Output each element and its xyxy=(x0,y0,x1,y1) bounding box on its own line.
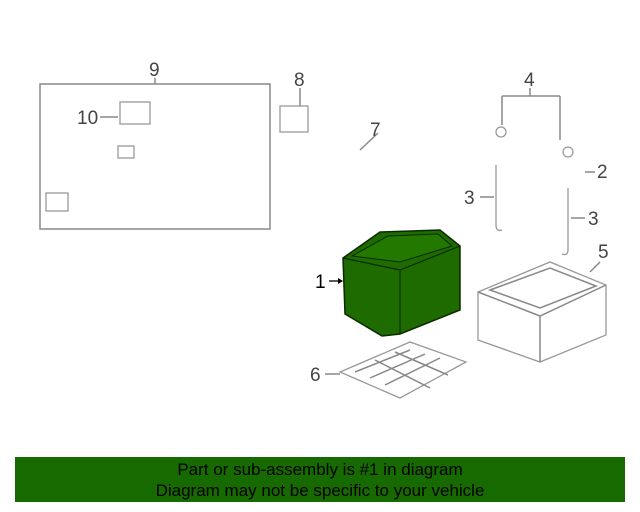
banner-line-2: Diagram may not be specific to your vehi… xyxy=(155,481,485,500)
hold-down-rod xyxy=(561,188,569,256)
callout-3: 3 xyxy=(588,209,599,230)
callout-10: 10 xyxy=(77,108,98,129)
wiring-harness-group xyxy=(39,78,271,230)
fuse-holder xyxy=(279,105,309,133)
callout-2: 2 xyxy=(597,162,608,183)
battery-insulator xyxy=(338,341,468,399)
callout-8: 8 xyxy=(294,70,305,91)
callout-7: 7 xyxy=(370,120,381,141)
callout-4: 4 xyxy=(524,70,535,91)
callout-6: 6 xyxy=(310,365,321,386)
banner-line-1: Part or sub-assembly is #1 in diagram xyxy=(177,460,463,479)
hold-down-rod xyxy=(495,165,503,232)
info-banner: Part or sub-assembly is #1 in diagram Di… xyxy=(15,457,625,502)
battery-part-1[interactable] xyxy=(342,229,461,337)
callout-1: 1 xyxy=(315,272,326,293)
ground-cable xyxy=(319,124,416,183)
callout-3: 3 xyxy=(464,188,475,209)
battery-tray xyxy=(477,261,607,363)
callout-5: 5 xyxy=(598,242,609,263)
callout-9: 9 xyxy=(149,60,160,81)
